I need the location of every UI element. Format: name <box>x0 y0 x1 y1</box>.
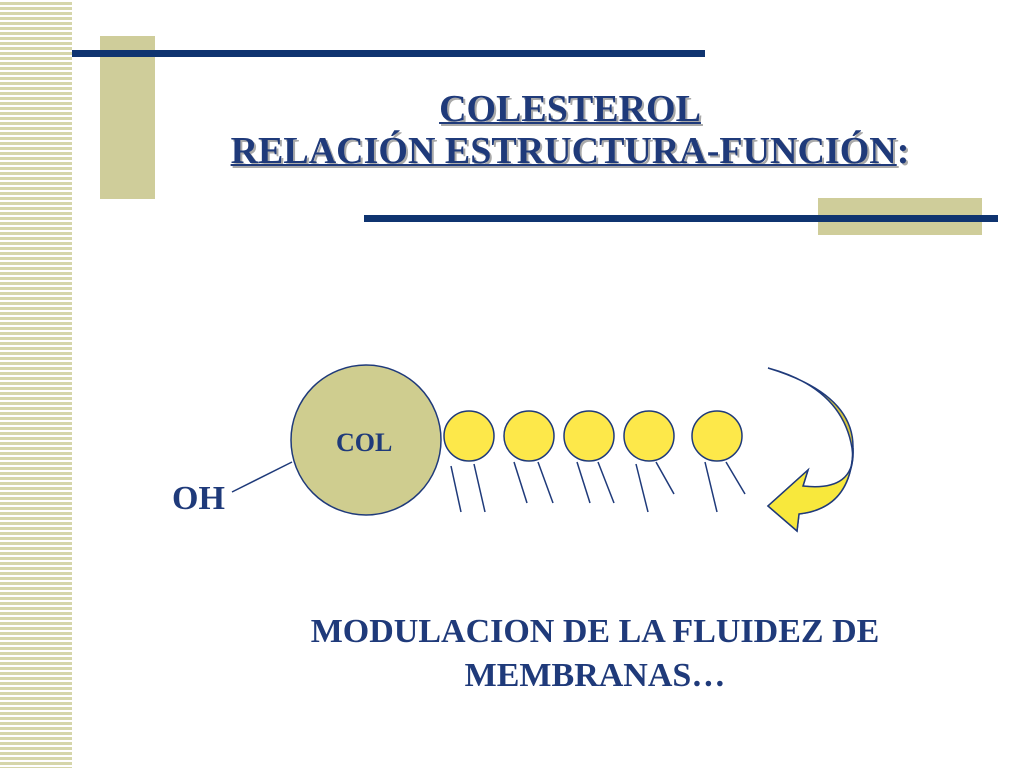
cholesterol-label: COL <box>336 428 393 457</box>
oh-connector-line <box>231 461 293 493</box>
caption: MODULACION DE LA FLUIDEZ DE MEMBRANAS… <box>240 610 950 698</box>
top-navy-bar <box>72 50 705 57</box>
lipid-head <box>503 410 555 462</box>
title-line-2: RELACIÓN ESTRUCTURA-FUNCIÓN <box>230 130 897 172</box>
top-olive-block <box>100 36 155 199</box>
caption-line-1: MODULACION DE LA FLUIDEZ DE <box>310 613 880 650</box>
lipid-head <box>623 410 675 462</box>
bottom-navy-bar <box>364 215 998 222</box>
lipid-head <box>563 410 615 462</box>
lipid-head <box>691 410 743 462</box>
title-line-1: COLESTEROL <box>439 88 701 130</box>
hydroxyl-label: OH <box>172 480 225 517</box>
lipid-tails <box>450 461 746 513</box>
left-stripe-decoration <box>0 0 72 768</box>
slide-title: COLESTEROL RELACIÓN ESTRUCTURA-FUNCIÓN: <box>150 88 990 172</box>
title-colon: : <box>896 130 910 172</box>
caption-line-2: MEMBRANAS… <box>464 657 726 694</box>
cholesterol-circle <box>290 364 442 516</box>
lipid-head <box>443 410 495 462</box>
curved-arrow-highlight <box>766 447 854 533</box>
